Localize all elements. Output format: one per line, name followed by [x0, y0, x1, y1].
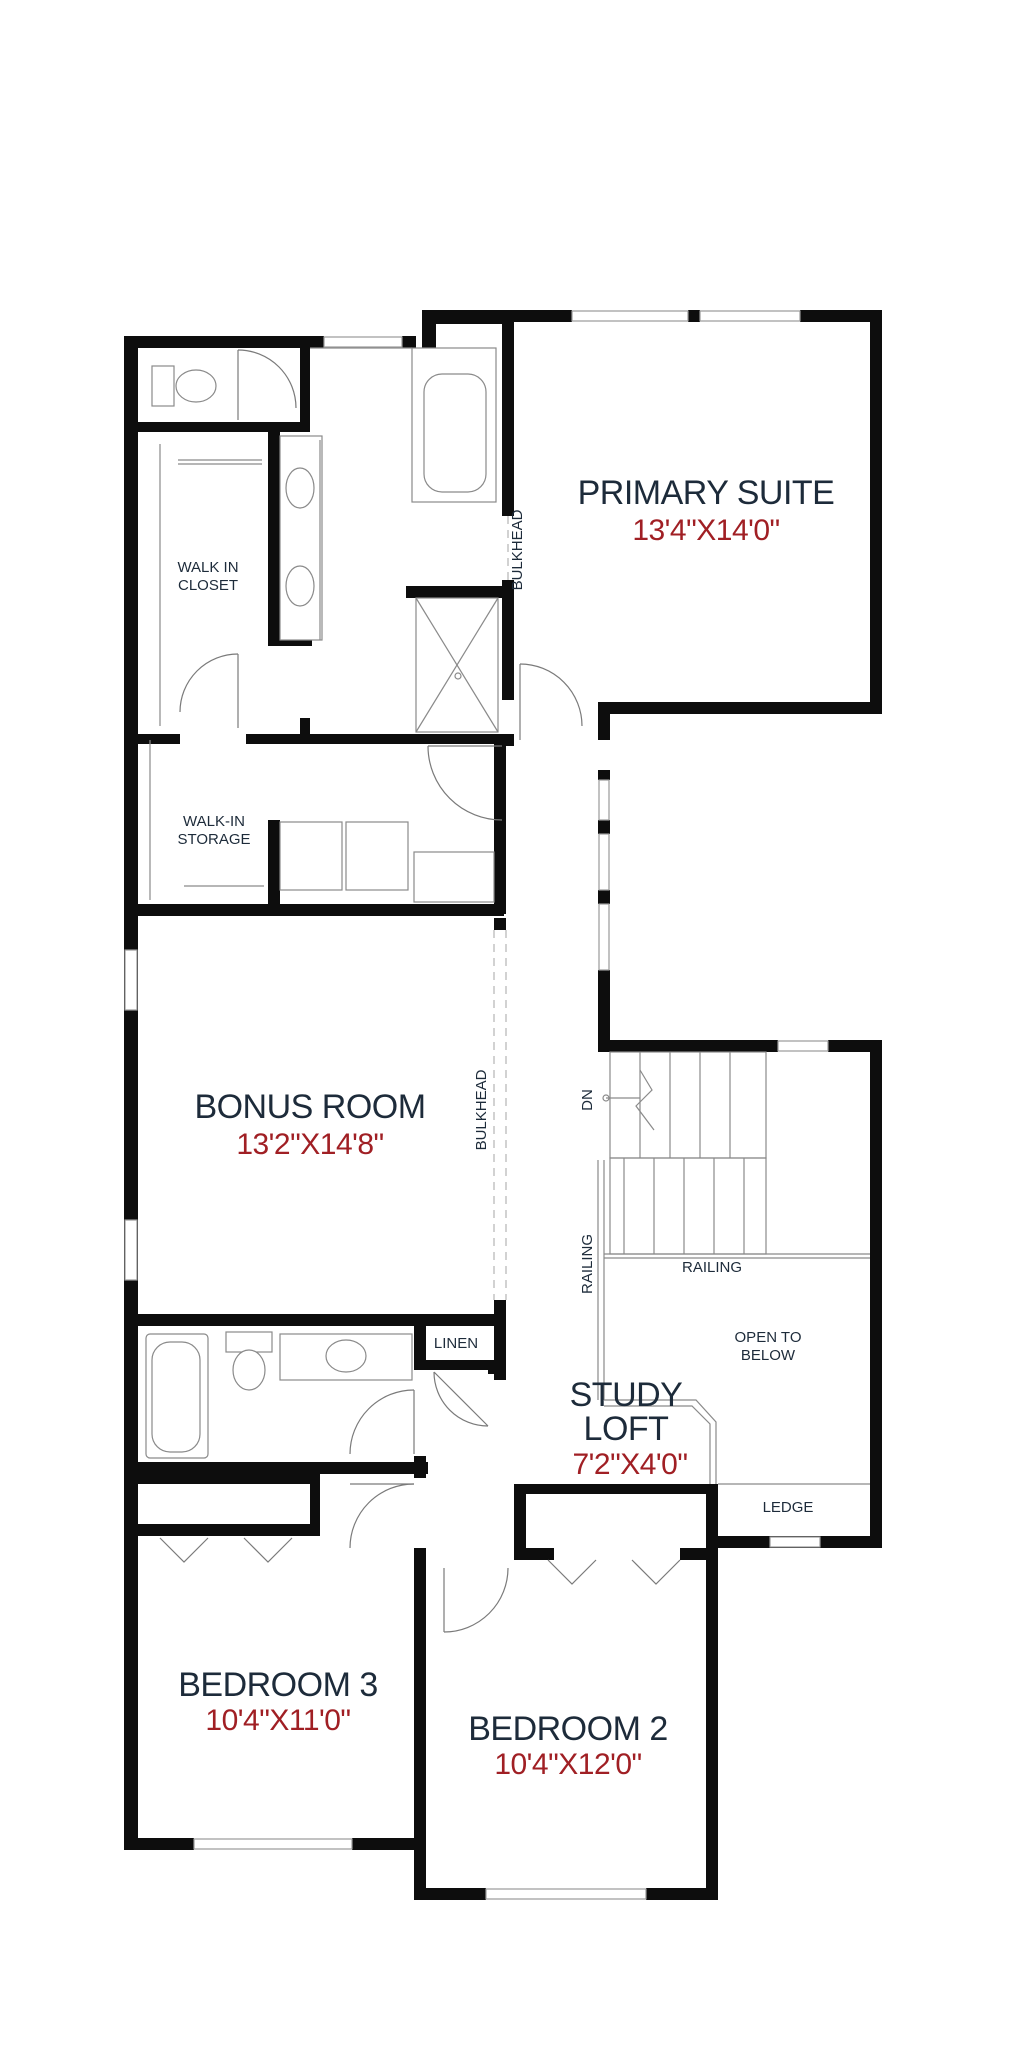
walls — [124, 310, 882, 1900]
bonus-room-name: BONUS ROOM — [194, 1088, 425, 1126]
bedroom-2-name: BEDROOM 2 — [468, 1710, 668, 1748]
bedroom-3-dims: 10'4"X11'0" — [205, 1704, 350, 1737]
bulkhead-bonus-label: BULKHEAD — [473, 1069, 490, 1150]
walk-in-closet-label-2: CLOSET — [178, 577, 238, 594]
dn-label: DN — [579, 1089, 596, 1111]
primary-suite-dims: 13'4"X14'0" — [632, 514, 779, 547]
walk-in-closet-label-1: WALK IN — [177, 559, 238, 576]
railing-vertical-label: RAILING — [579, 1234, 596, 1294]
study-loft-name-line1: STUDY — [570, 1376, 683, 1414]
walk-in-storage-label-2: STORAGE — [177, 831, 250, 848]
labels: PRIMARY SUITE 13'4"X14'0" WALK IN CLOSET… — [177, 474, 834, 1781]
linen-label: LINEN — [434, 1335, 478, 1352]
open-to-below-label-1: OPEN TO — [735, 1329, 802, 1346]
windows — [124, 310, 829, 1900]
study-loft-dims: 7'2"X4'0" — [572, 1448, 687, 1481]
bulkhead-upper-label: BULKHEAD — [509, 509, 526, 590]
bonus-room-dims: 13'2"X14'8" — [236, 1128, 383, 1161]
bedroom-2-dims: 10'4"X12'0" — [494, 1748, 641, 1781]
fixtures — [145, 347, 870, 1633]
staircase — [602, 1051, 767, 1255]
open-to-below-label-2: BELOW — [741, 1347, 796, 1364]
primary-suite-name: PRIMARY SUITE — [578, 474, 835, 512]
study-loft-name-line2: LOFT — [584, 1410, 669, 1448]
ledge-label: LEDGE — [763, 1499, 814, 1516]
bedroom-3-name: BEDROOM 3 — [178, 1666, 378, 1704]
railing-horizontal-label: RAILING — [682, 1259, 742, 1276]
walk-in-storage-label-1: WALK-IN — [183, 813, 245, 830]
